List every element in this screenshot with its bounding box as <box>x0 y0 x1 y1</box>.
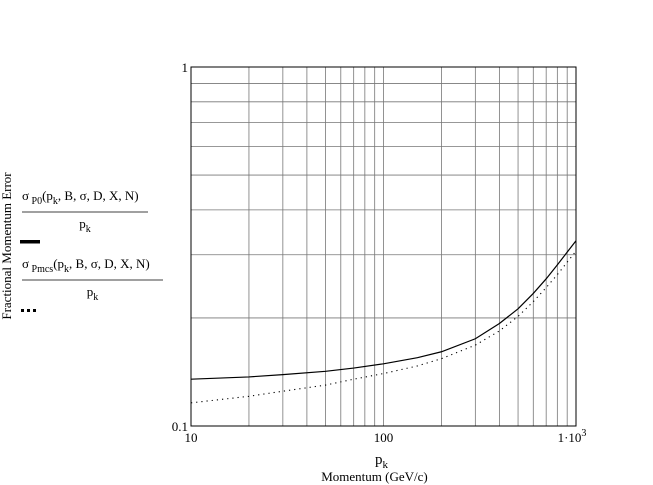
legend: σ P0(pk, B, σ, D, X, N) pk σ Pmcs(pk, B, σ… <box>20 188 163 312</box>
x-tick-label: 10 <box>185 430 198 445</box>
legend-sample-dotted <box>21 309 24 312</box>
plot-frame <box>190 66 577 427</box>
series-line-p0 <box>190 240 577 380</box>
series-group <box>190 240 577 404</box>
y-axis-title: Fractional Momentum Error <box>0 172 14 320</box>
tick-labels: 10 100 1·103 1 0.1 <box>172 60 587 445</box>
y-tick-label: 0.1 <box>172 419 188 434</box>
legend-sample-dotted <box>27 309 30 312</box>
y-tick-label: 1 <box>182 60 189 75</box>
legend-sample-dotted <box>33 309 36 312</box>
legend-denominator: pk <box>87 284 99 303</box>
x-tick-exponent: 3 <box>581 428 586 439</box>
x-variable-label: pk <box>375 452 389 471</box>
legend-sample-solid <box>20 240 40 244</box>
x-tick-label: 1·103 <box>558 428 587 445</box>
x-axis-title: Momentum (GeV/c) <box>321 469 428 484</box>
legend-denominator: pk <box>79 216 91 235</box>
grid <box>191 67 576 426</box>
legend-numerator: σ P0(pk, B, σ, D, X, N) <box>22 188 139 207</box>
x-tick-label: 100 <box>374 430 394 445</box>
legend-numerator: σ Pmcs(pk, B, σ, D, X, N) <box>22 256 150 275</box>
